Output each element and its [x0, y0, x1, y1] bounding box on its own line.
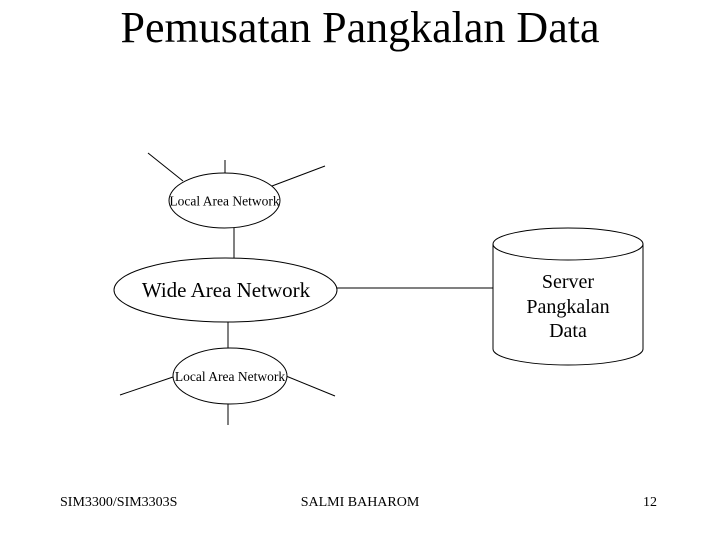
lan-top-branch-line-left — [147, 152, 184, 182]
lan-bottom-label: Local Area Network — [175, 369, 285, 384]
footer-page-number: 12 — [643, 495, 657, 510]
wan-label: Wide Area Network — [142, 278, 311, 302]
lan-bottom-branch-line-right — [285, 375, 336, 397]
server-cylinder-body — [492, 244, 644, 366]
lan-top-node — [168, 172, 281, 229]
wan-node — [113, 257, 338, 323]
slide-title: Pemusatan Pangkalan Data — [120, 3, 600, 52]
lan-bottom-branch-line-left — [119, 376, 174, 396]
lan-top-branch-line-right — [271, 165, 326, 187]
lan-top-label: Local Area Network — [169, 194, 279, 209]
footer-course-code: SIM3300/SIM3303S — [60, 495, 178, 510]
lan-bottom-node — [172, 347, 288, 405]
footer-author: SALMI BAHAROM — [300, 495, 420, 510]
server-label-line-1: Server — [542, 271, 595, 293]
server-label-line-2: Pangkalan — [526, 296, 609, 318]
server-label-line-3: Data — [549, 320, 587, 342]
server-cylinder-top — [492, 227, 644, 261]
